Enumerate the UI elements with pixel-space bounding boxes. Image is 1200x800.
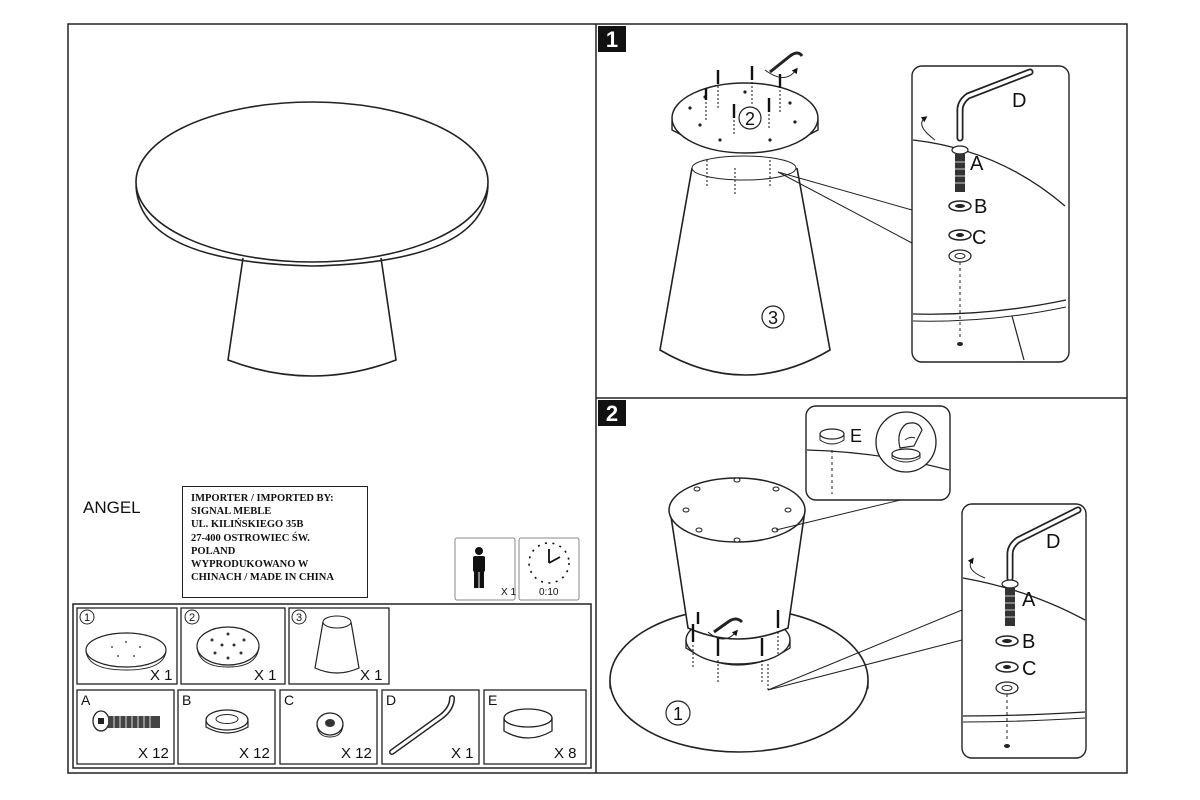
- hardware-b-spring-washer: B X 12: [182, 692, 270, 762]
- step-1-detail-d: D: [1012, 90, 1026, 112]
- step-1-detail-b: B: [974, 196, 987, 218]
- press-hand-icon: [891, 422, 923, 463]
- hardware-b-qty: X 12: [239, 745, 270, 762]
- time-indicator: 0:10: [518, 537, 580, 601]
- part-2-qty: X 1: [254, 667, 277, 684]
- step-2-detail-c: C: [1022, 658, 1036, 680]
- hardware-e-qty: X 8: [554, 745, 577, 762]
- importer-line: WYPRODUKOWANO W: [191, 559, 309, 571]
- hardware-c-qty: X 12: [341, 745, 372, 762]
- svg-text:D: D: [386, 692, 396, 708]
- part-3-qty: X 1: [360, 667, 383, 684]
- step-1-detail-a: A: [970, 153, 984, 175]
- parts-list: [72, 603, 592, 769]
- svg-text:C: C: [284, 692, 294, 708]
- part-3-conical-base: 3 X 1: [291, 609, 383, 684]
- importer-line: IMPORTER / IMPORTED BY:: [191, 493, 334, 504]
- step-2-panel: 2 1: [598, 400, 1087, 759]
- person-icon: [473, 547, 485, 588]
- product-name: ANGEL: [83, 498, 141, 517]
- importer-line: POLAND: [191, 545, 236, 557]
- step-2-detail-a: A: [1022, 589, 1036, 611]
- step-2-detail-e: E: [850, 426, 862, 446]
- hardware-d-hex-key: D X 1: [386, 692, 474, 762]
- step-1-number: 1: [606, 27, 618, 52]
- persons-indicator: X 1: [454, 537, 516, 601]
- part-2-mounting-plate: 2 X 1: [184, 609, 277, 684]
- step-2-number: 2: [606, 401, 618, 426]
- importer-line: CHINACH / MADE IN CHINA: [191, 572, 334, 584]
- part-1-tabletop: 1 X 1: [79, 609, 173, 684]
- step-1-panel: 1 2 3: [598, 26, 1070, 376]
- step-2-detail-b: B: [1022, 631, 1035, 653]
- step-2-bolt-detail: D A B C: [962, 506, 1086, 748]
- hardware-e-felt-pad: E X 8: [488, 692, 577, 762]
- step-1-detail: D A B C: [912, 68, 1067, 361]
- table-overview-drawing: [135, 101, 489, 377]
- hardware-a-bolt: A X 12: [81, 692, 169, 762]
- svg-text:2: 2: [189, 612, 195, 624]
- importer-line: SIGNAL MEBLE: [191, 506, 272, 518]
- svg-text:E: E: [488, 692, 497, 708]
- assembly-time: 0:10: [539, 587, 559, 598]
- svg-text:B: B: [182, 692, 191, 708]
- importer-line: UL. KILIŃSKIEGO 35B: [191, 519, 304, 531]
- step-2-detail-d: D: [1046, 531, 1060, 553]
- importer-line: 27-400 OSTROWIEC ŚW.: [191, 532, 310, 544]
- clock-icon: [528, 542, 570, 584]
- hardware-c-flat-washer: C X 12: [284, 692, 372, 762]
- svg-text:A: A: [81, 692, 91, 708]
- step-1-base-label: 3: [768, 308, 778, 328]
- persons-count: X 1: [501, 587, 516, 598]
- step-2-top-label: 1: [673, 704, 683, 724]
- hardware-a-qty: X 12: [138, 745, 169, 762]
- part-1-qty: X 1: [150, 667, 173, 684]
- step-1-detail-c: C: [972, 227, 986, 249]
- importer-info-box: IMPORTER / IMPORTED BY: SIGNAL MEBLE UL.…: [182, 486, 368, 598]
- hardware-d-qty: X 1: [451, 745, 474, 762]
- step-1-part-label: 2: [745, 109, 755, 129]
- svg-text:3: 3: [296, 612, 302, 624]
- svg-text:1: 1: [84, 612, 90, 624]
- step-2-felt-detail: E: [806, 411, 950, 494]
